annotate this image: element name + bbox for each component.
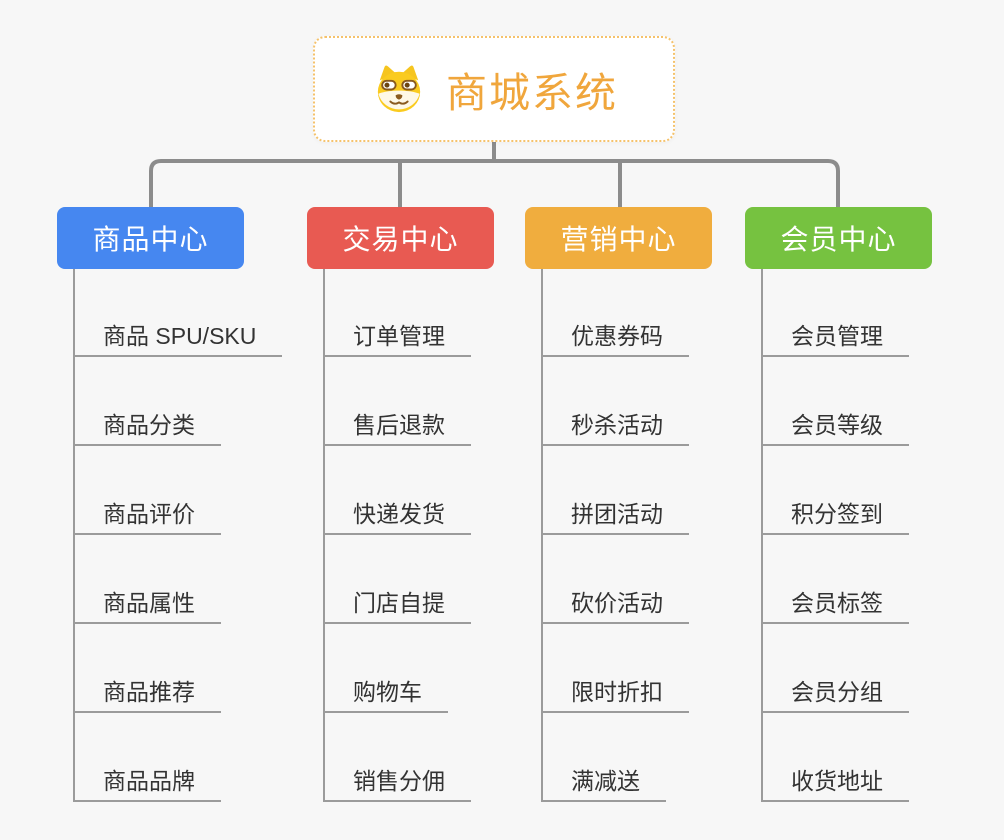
leaf-node[interactable]: 积分签到: [761, 501, 909, 535]
leaf-node[interactable]: 销售分佣: [323, 768, 471, 802]
leaf-node[interactable]: 限时折扣: [541, 679, 689, 713]
leaf-node[interactable]: 拼团活动: [541, 501, 689, 535]
shiba-dog-icon: [370, 64, 428, 114]
branch-trunk-line: [73, 269, 75, 802]
branch-node[interactable]: 商品中心: [57, 207, 244, 269]
leaf-node[interactable]: 砍价活动: [541, 590, 689, 624]
leaf-node[interactable]: 商品推荐: [73, 679, 221, 713]
leaf-node[interactable]: 会员分组: [761, 679, 909, 713]
leaf-node[interactable]: 快递发货: [323, 501, 471, 535]
leaf-node[interactable]: 优惠券码: [541, 323, 689, 357]
leaf-node[interactable]: 满减送: [541, 768, 666, 802]
leaf-node[interactable]: 会员标签: [761, 590, 909, 624]
leaf-node[interactable]: 售后退款: [323, 412, 471, 446]
leaf-node[interactable]: 会员等级: [761, 412, 909, 446]
leaf-node[interactable]: 秒杀活动: [541, 412, 689, 446]
leaf-node[interactable]: 商品分类: [73, 412, 221, 446]
branch-trunk-line: [761, 269, 763, 802]
leaf-node[interactable]: 会员管理: [761, 323, 909, 357]
branch-bus-line: [149, 159, 840, 207]
leaf-node[interactable]: 门店自提: [323, 590, 471, 624]
branch-node[interactable]: 会员中心: [745, 207, 932, 269]
root-title: 商城系统: [446, 70, 618, 116]
leaf-node[interactable]: 订单管理: [323, 323, 471, 357]
leaf-node[interactable]: 商品 SPU/SKU: [73, 323, 283, 357]
branch-node[interactable]: 营销中心: [525, 207, 712, 269]
leaf-node[interactable]: 商品评价: [73, 501, 221, 535]
branch-trunk-line: [541, 269, 543, 802]
leaf-node[interactable]: 收货地址: [761, 768, 909, 802]
leaf-node[interactable]: 商品属性: [73, 590, 221, 624]
leaf-node[interactable]: 购物车: [323, 679, 448, 713]
branch-node[interactable]: 交易中心: [307, 207, 494, 269]
root-node[interactable]: 商城系统: [313, 36, 675, 142]
leaf-node[interactable]: 商品品牌: [73, 768, 221, 802]
branch-trunk-line: [323, 269, 325, 802]
